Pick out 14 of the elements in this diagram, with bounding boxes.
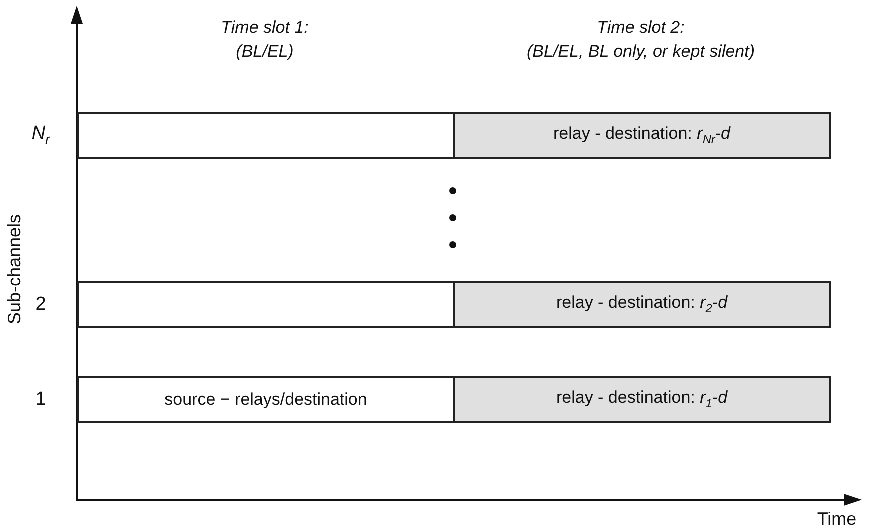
axis-title: Sub-channels: [4, 213, 26, 327]
channel-cell: [453, 112, 831, 159]
channel-cell: [453, 281, 831, 328]
column-heading: Time slot 1: (BL/EL): [220, 17, 310, 63]
axis-tick-label: 1: [34, 389, 48, 411]
axis-tick-label: N$_{r}$: [30, 123, 52, 147]
cell-text: relay - destination: r$_{1}$-d: [556, 388, 728, 411]
column-heading: Time slot 2: (BL/EL, BL only, or kept silent): [526, 17, 756, 63]
cell-text: relay - destination: r$_{2}$-d: [556, 293, 728, 316]
axis-tick-label: 2: [34, 294, 48, 316]
channel-cell: [453, 376, 831, 423]
cell-text: relay - destination: r$_{Nr}$-d: [554, 124, 730, 147]
axis-title: Time: [816, 509, 858, 530]
cell-text: source − relays/destination: [164, 390, 368, 410]
